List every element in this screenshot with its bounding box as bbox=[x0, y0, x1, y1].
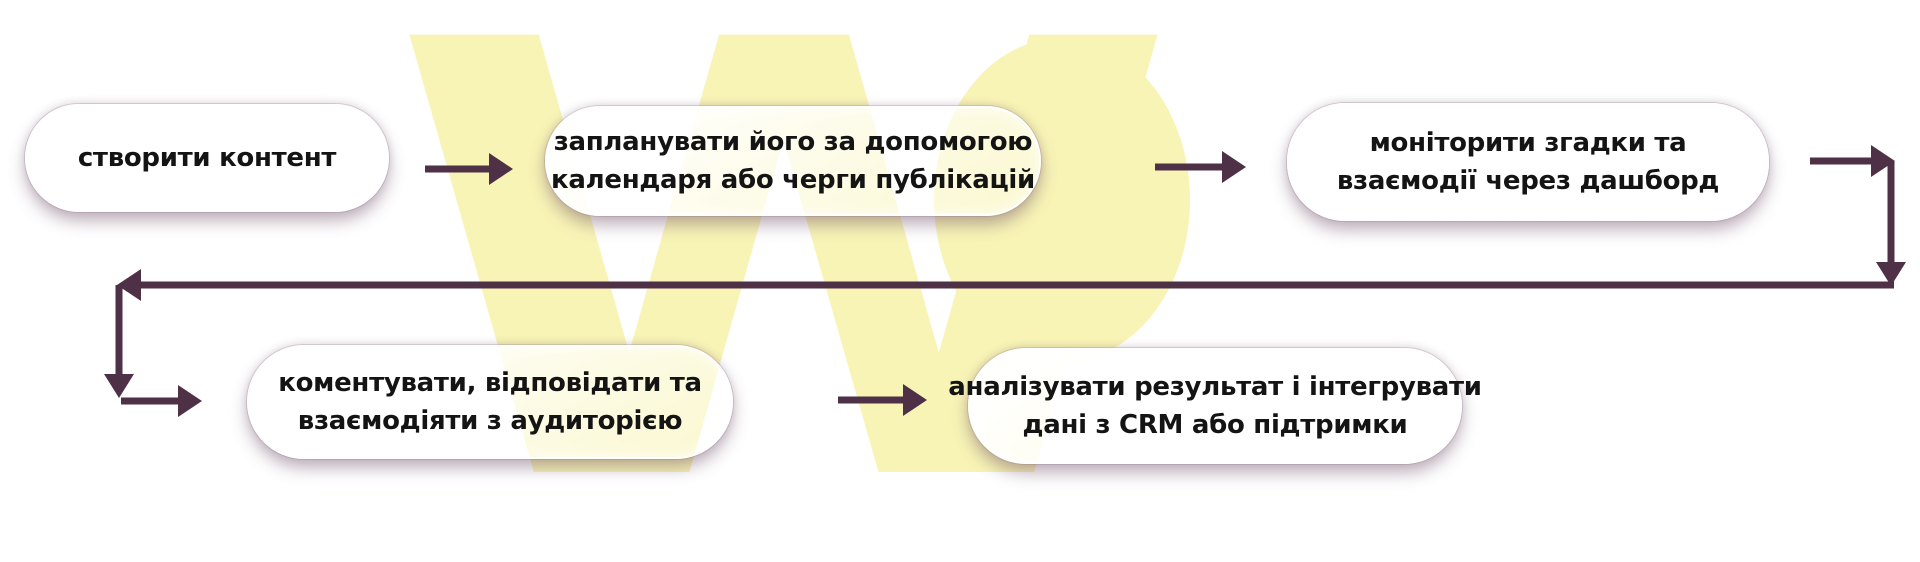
node-label: моніторити згадки та bbox=[1369, 128, 1687, 158]
watermark-w-letter: W bbox=[388, 0, 1180, 562]
node-analyze: аналізувати результат і інтегрувати дані… bbox=[948, 348, 1482, 464]
node-schedule: запланувати його за допомогою календаря … bbox=[545, 106, 1041, 216]
node-label: коментувати, відповідати та bbox=[278, 368, 702, 398]
edge-engage-to-analyze bbox=[838, 384, 927, 416]
node-engage: коментувати, відповідати та взаємодіяти … bbox=[247, 345, 733, 459]
edge-create-to-schedule bbox=[425, 153, 513, 185]
node-monitor: моніторити згадки та взаємодії через даш… bbox=[1287, 103, 1769, 221]
node-label: взаємодії через дашборд bbox=[1336, 166, 1720, 196]
node-label: календаря або черги публікацій bbox=[551, 165, 1035, 195]
node-label: дані з CRM або підтримки bbox=[1022, 410, 1408, 440]
node-label: запланувати його за допомогою bbox=[553, 127, 1033, 157]
node-label: створити контент bbox=[77, 143, 337, 173]
node-create-content: створити контент bbox=[25, 104, 389, 212]
node-label: аналізувати результат і інтегрувати bbox=[948, 372, 1482, 402]
node-label: взаємодіяти з аудиторією bbox=[297, 406, 683, 436]
edge-schedule-to-monitor bbox=[1155, 151, 1246, 183]
